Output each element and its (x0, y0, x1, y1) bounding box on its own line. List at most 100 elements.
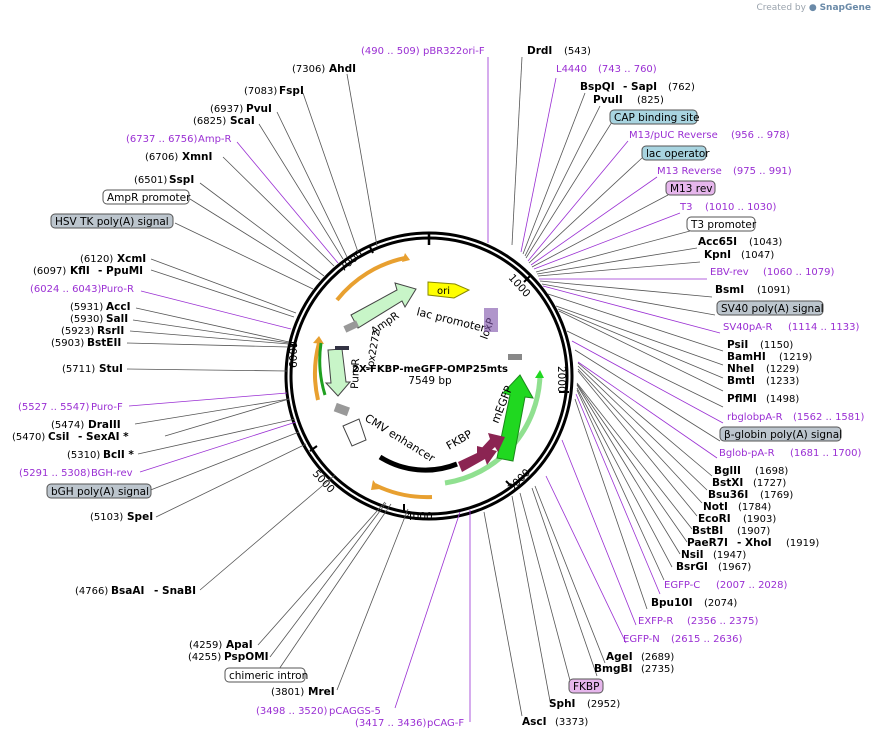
bsu36i-pos: (1769) (760, 490, 793, 501)
snabi-label: - SnaBI (154, 585, 196, 597)
bgh-polya-box (46, 483, 152, 499)
rbglobpa-r-label: rbglobpA-R (727, 412, 783, 423)
pspomi-label: PspOMI (224, 651, 269, 663)
ampr-feature (350, 282, 417, 329)
m13puc-rev-pos: (956 .. 978) (731, 130, 790, 141)
exfp-r-label: EXFP-R (638, 616, 673, 627)
t3-promoter-box (686, 216, 756, 232)
egfp-c-pos: (2007 .. 2028) (716, 580, 788, 591)
noti-pos: (1784) (738, 502, 771, 513)
lac-operator-box (641, 145, 707, 161)
cap-binding-site-box (609, 109, 698, 125)
nhei-pos: (1229) (766, 364, 799, 375)
orange-arc-left (313, 342, 321, 401)
small-white-feature (342, 418, 367, 447)
mrei-pos: (3801) (271, 687, 304, 698)
chimeric-intron-label: chimeric intron (229, 670, 308, 682)
egfp-n-pos: (2615 .. 2636) (671, 634, 743, 645)
pspomi-pos: (4255) (188, 652, 221, 663)
snapgene-logo-icon: ● (808, 3, 817, 13)
small-feature-right (508, 354, 522, 360)
sv40-polya-label: SV40 poly(A) signal (721, 303, 824, 315)
ampr-promoter-box (102, 189, 190, 205)
bspqi-pos: (762) (668, 82, 695, 93)
paer7i-pos: (1919) (786, 538, 819, 549)
ahdi-pos: (7306) (292, 64, 325, 75)
rbglobpa-r-pos: (1562 .. 1581) (793, 412, 865, 423)
tick-6000: 6000 (288, 341, 300, 368)
ppumi-label: - PpuMI (98, 265, 143, 277)
amp-r-label: Amp-R (198, 134, 232, 145)
rsrii-label: RsrII (97, 325, 124, 337)
tick-4000: 4000 (406, 511, 433, 523)
agei-pos: (2689) (641, 652, 674, 663)
bstxi-label: BstXI (712, 477, 743, 489)
bglii-label: BglII (714, 465, 741, 477)
bsu36i-label: Bsu36I (708, 489, 748, 501)
scai-label: ScaI (230, 115, 255, 127)
spei-label: SpeI (127, 511, 153, 523)
orange-arrow-bottom (371, 480, 380, 490)
bpu10i-pos: (2074) (704, 598, 737, 609)
csii-pos: (5470) (12, 432, 45, 443)
asci-label: AscI (522, 716, 547, 728)
small-gray-feature-top (343, 320, 360, 333)
bsaai-label: BsaAI (111, 585, 144, 597)
tick-2000: 2000 (555, 366, 567, 393)
bglii-pos: (1698) (755, 466, 788, 477)
bstbi-label: BstBI (692, 525, 723, 537)
lac-promoter-label: lac promoter (415, 305, 487, 335)
snapgene-credit: Created by ● SnapGene (756, 3, 871, 13)
draiii-pos: (5474) (51, 420, 84, 431)
sphi-label: SphI (549, 698, 575, 710)
fkbp-label: FKBP (573, 681, 599, 693)
bgh-rev-label: BGH-rev (91, 468, 133, 479)
pcaggs-5-label: pCAGGS-5 (329, 706, 381, 717)
cap-binding-site-label: CAP binding site (614, 112, 700, 124)
pflmi-label: PflMI (727, 393, 757, 405)
nsii-pos: (1947) (713, 550, 746, 561)
m13-rev-label: M13 rev (670, 183, 713, 195)
pflmi-pos: (1498) (766, 394, 799, 405)
l4440-pos: (743 .. 760) (598, 64, 657, 75)
pbr322ori-f-pos: (490 .. 509) (361, 46, 420, 57)
lox-feature-right (484, 308, 498, 332)
puror-label: PuroR (349, 358, 362, 389)
sali-pos: (5930) (70, 314, 103, 325)
cmv-enhancer-label: CMV enhancer (362, 412, 437, 466)
xcmi-pos: (6120) (80, 254, 113, 265)
chimeric-intron-box (224, 667, 306, 683)
nhei-label: NheI (727, 363, 754, 375)
bamhi-pos: (1219) (779, 352, 812, 363)
m13-reverse-pos: (975 .. 991) (733, 166, 792, 177)
apai-label: ApaI (226, 639, 253, 651)
created-by-text: Created by (756, 3, 806, 13)
bmgbi-pos: (2735) (641, 664, 674, 675)
bsrgi-label: BsrGI (676, 561, 708, 573)
orange-arrow-left (313, 336, 324, 344)
nsii-label: NsiI (681, 549, 704, 561)
m13puc-rev-label: M13/pUC Reverse (629, 130, 718, 141)
drdi-pos: (543) (564, 46, 591, 57)
bglob-pa-r-label: Bglob-pA-R (719, 448, 775, 459)
egfp-c-label: EGFP-C (664, 580, 700, 591)
hsv-tk-polya-box (50, 213, 174, 229)
ori-feature (427, 281, 471, 299)
mrei-label: MreI (308, 686, 335, 698)
sspi-label: SspI (169, 174, 194, 186)
pcaggs-5-pos: (3498 .. 3520) (256, 706, 328, 717)
fkbp-inner-label: FKBP (444, 427, 475, 452)
m13-reverse-label: M13 Reverse (657, 166, 722, 177)
rsrii-pos: (5923) (61, 326, 94, 337)
beta-globin-polya-label: β-globin poly(A) signal (724, 429, 842, 441)
pbr322ori-f-label: pBR322ori-F (423, 46, 485, 57)
pvui-pos: (6937) (210, 104, 243, 115)
sali-label: SalI (106, 313, 128, 325)
acci-label: AccI (106, 301, 130, 313)
t3-promoter-label: T3 promoter (690, 219, 757, 231)
tick-5000: 5000 (310, 468, 337, 496)
xhoi-label: - XhoI (737, 537, 772, 549)
sv40pa-r-pos: (1114 .. 1133) (788, 322, 860, 333)
plasmid-name: 2X-FKBP-meGFP-OMP25mts (352, 364, 508, 375)
